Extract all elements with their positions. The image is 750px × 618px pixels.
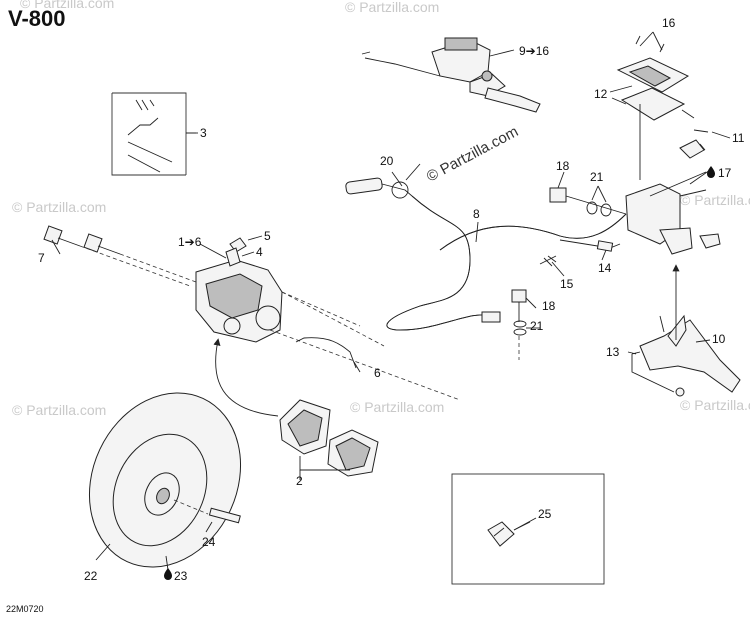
callout-21-lower: 21 bbox=[530, 319, 544, 333]
callout-17: 17 bbox=[718, 166, 732, 180]
callout-11: 11 bbox=[732, 131, 745, 145]
leader-lines bbox=[51, 49, 731, 531]
brake-lever-assembly bbox=[631, 264, 741, 397]
clip-inset-box bbox=[451, 473, 605, 585]
bleeder-screw bbox=[539, 255, 557, 267]
callout-14: 14 bbox=[598, 261, 612, 275]
fluid-drop-icon bbox=[707, 166, 715, 178]
callout-labels: 16 9➔16 3 12 11 17 20 18 21 1➔6 5 4 8 7 … bbox=[38, 16, 745, 583]
watermark: © Partzilla.com bbox=[12, 402, 106, 418]
drawing-code: 22M0720 bbox=[6, 604, 44, 614]
callout-7: 7 bbox=[38, 251, 45, 265]
reservoir-cover-assembly bbox=[616, 31, 709, 180]
watermark-center: © Partzilla.com bbox=[424, 123, 521, 185]
brake-caliper bbox=[195, 237, 461, 401]
callout-8: 8 bbox=[473, 207, 480, 221]
callout-20: 20 bbox=[380, 154, 394, 168]
callout-16: 16 bbox=[662, 16, 676, 30]
caliper-mounting-bolts bbox=[43, 225, 197, 287]
callout-24: 24 bbox=[202, 535, 216, 549]
callout-25: 25 bbox=[538, 507, 552, 521]
callout-9-16: 9➔16 bbox=[519, 44, 549, 58]
callout-3: 3 bbox=[200, 126, 207, 140]
watermark: © Partzilla.com bbox=[20, 0, 114, 11]
callout-18-upper: 18 bbox=[556, 159, 570, 173]
callout-2: 2 bbox=[296, 474, 303, 488]
fluid-drop-icon bbox=[164, 568, 172, 580]
pin-kit-group bbox=[111, 92, 198, 176]
callout-6: 6 bbox=[374, 366, 381, 380]
callout-18-lower: 18 bbox=[542, 299, 556, 313]
banjo-bolt-and-washers-lower bbox=[481, 289, 527, 360]
brake-line bbox=[386, 195, 627, 331]
watermark: © Partzilla.com bbox=[350, 399, 444, 415]
watermark: © Partzilla.com bbox=[680, 397, 750, 413]
diagram-title: V-800 bbox=[8, 6, 66, 31]
callout-5: 5 bbox=[264, 229, 271, 243]
brake-pads bbox=[279, 399, 379, 480]
callout-22: 22 bbox=[84, 569, 98, 583]
watermark: © Partzilla.com bbox=[345, 0, 439, 15]
callout-23: 23 bbox=[174, 569, 188, 583]
callout-15: 15 bbox=[560, 277, 574, 291]
master-cylinder-body bbox=[625, 171, 721, 255]
handlebar-master-cylinder-assembly bbox=[361, 37, 541, 113]
hose-fitting bbox=[345, 171, 413, 199]
brake-disc bbox=[88, 392, 242, 571]
watermark: © Partzilla.com bbox=[680, 192, 750, 208]
callout-12: 12 bbox=[594, 87, 608, 101]
watermark: © Partzilla.com bbox=[12, 199, 106, 215]
callout-13: 13 bbox=[606, 345, 620, 359]
callout-21-upper: 21 bbox=[590, 170, 604, 184]
callout-10: 10 bbox=[712, 332, 726, 346]
callout-1-6: 1➔6 bbox=[178, 235, 202, 249]
callout-4: 4 bbox=[256, 245, 263, 259]
banjo-bolt-and-washers-upper bbox=[549, 185, 627, 217]
bleed-hose bbox=[295, 337, 357, 369]
